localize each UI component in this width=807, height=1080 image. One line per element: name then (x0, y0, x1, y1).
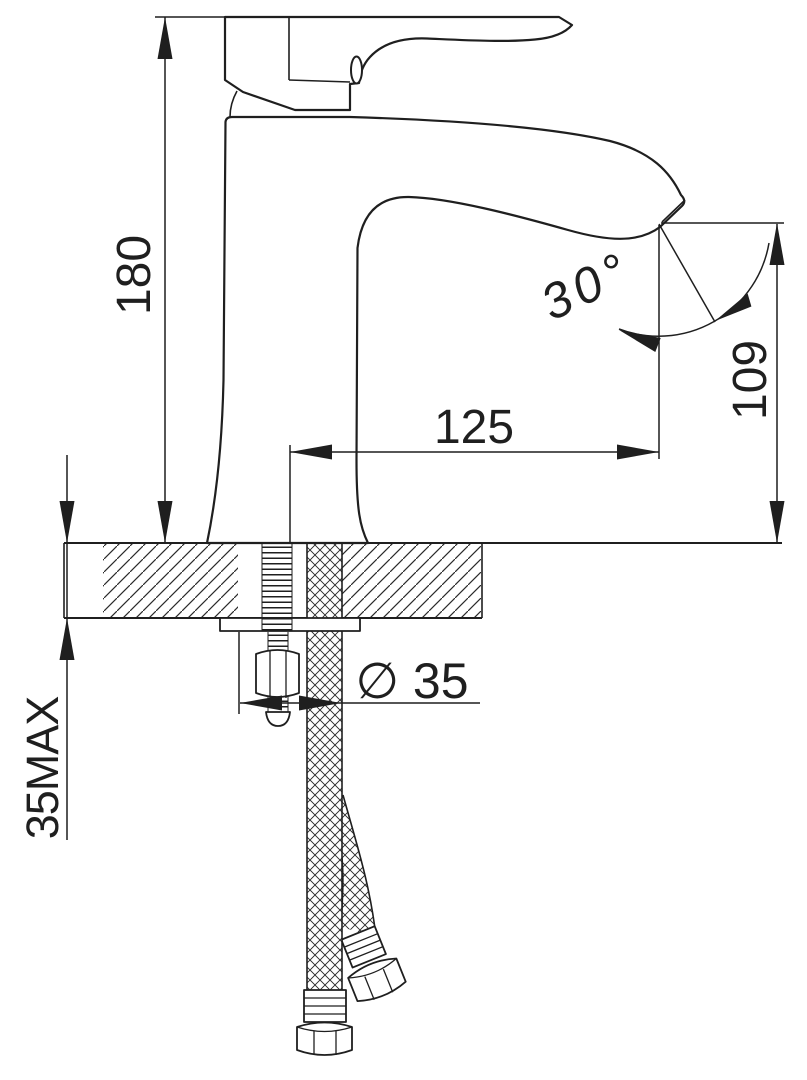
dim-109-arrow-up (769, 223, 785, 265)
ferrule-ring-line (349, 946, 384, 961)
deck-hatch-right (342, 544, 481, 617)
dim-overall-height: 180 (108, 16, 230, 543)
hose-angled-right-edge (342, 794, 377, 938)
angle-arc-arrow-left (619, 330, 661, 352)
countertop-section (63, 542, 782, 619)
faucet (205, 15, 686, 545)
angle-flow-line (658, 223, 716, 323)
supply-hose-angled (340, 794, 407, 1003)
mounting-nut (255, 649, 300, 698)
hex-nut-facet-line (364, 976, 375, 1001)
angle-line-arrow (715, 293, 752, 321)
mounting-stud-threads-mid (268, 632, 288, 650)
dim-spout-angle: 30° (532, 223, 770, 352)
dim-hole-diameter: ∅ 35 (238, 632, 480, 714)
dim-35max-arrow-down (59, 501, 75, 543)
dim-109-label: 109 (724, 340, 777, 420)
angle-arc (618, 242, 770, 337)
dim-180-label: 180 (108, 235, 161, 315)
hex-nut-rim-line (296, 1026, 353, 1033)
ferrule-ring-line (344, 933, 378, 948)
hose-angled-end-fitting (340, 925, 407, 1003)
dim-35max-label: 35MAX (17, 696, 68, 840)
dim-180-arrow-down (157, 501, 173, 543)
dim-125-arrow-right (617, 444, 659, 460)
faucet-handle-lever (223, 15, 574, 112)
stud-end-cap (265, 711, 291, 727)
mounting-hardware (219, 543, 361, 727)
spout-aerator-line (661, 199, 686, 223)
hose-straight-braid (307, 543, 342, 992)
hex-nut-facet-line (382, 968, 394, 993)
dim-dia-arrow-right (299, 695, 341, 711)
handle-pivot-detail (350, 55, 363, 85)
dim-30-label: 30° (532, 240, 641, 331)
dim-180-arrow-up (157, 17, 173, 59)
dim-125-label: 125 (434, 401, 514, 454)
hose-straight-hex-nut (296, 1021, 353, 1056)
dim-dia-arrow-left (240, 695, 282, 711)
dimensions: 180 109 125 30° (17, 16, 785, 840)
dim-125-arrow-left (290, 444, 332, 460)
dim-35max-arrow-up (59, 618, 75, 660)
dim-spout-reach: 125 (289, 225, 660, 543)
hose-angled-braid (341, 795, 376, 937)
ferrule-ring-line (346, 939, 381, 955)
cap-fillet-line (229, 90, 238, 118)
dim-spout-height: 109 (661, 222, 785, 543)
faucet-body-and-spout (205, 115, 686, 545)
dim-dia-label: ∅ 35 (355, 653, 468, 709)
dim-109-arrow-down (769, 501, 785, 543)
deck-hatch-left (103, 544, 238, 617)
handle-underside-line (288, 79, 351, 83)
dim-deck-thickness: 35MAX (17, 455, 75, 840)
mounting-stud-threads-upper (262, 545, 292, 631)
hex-nut-rim-line (348, 958, 397, 979)
